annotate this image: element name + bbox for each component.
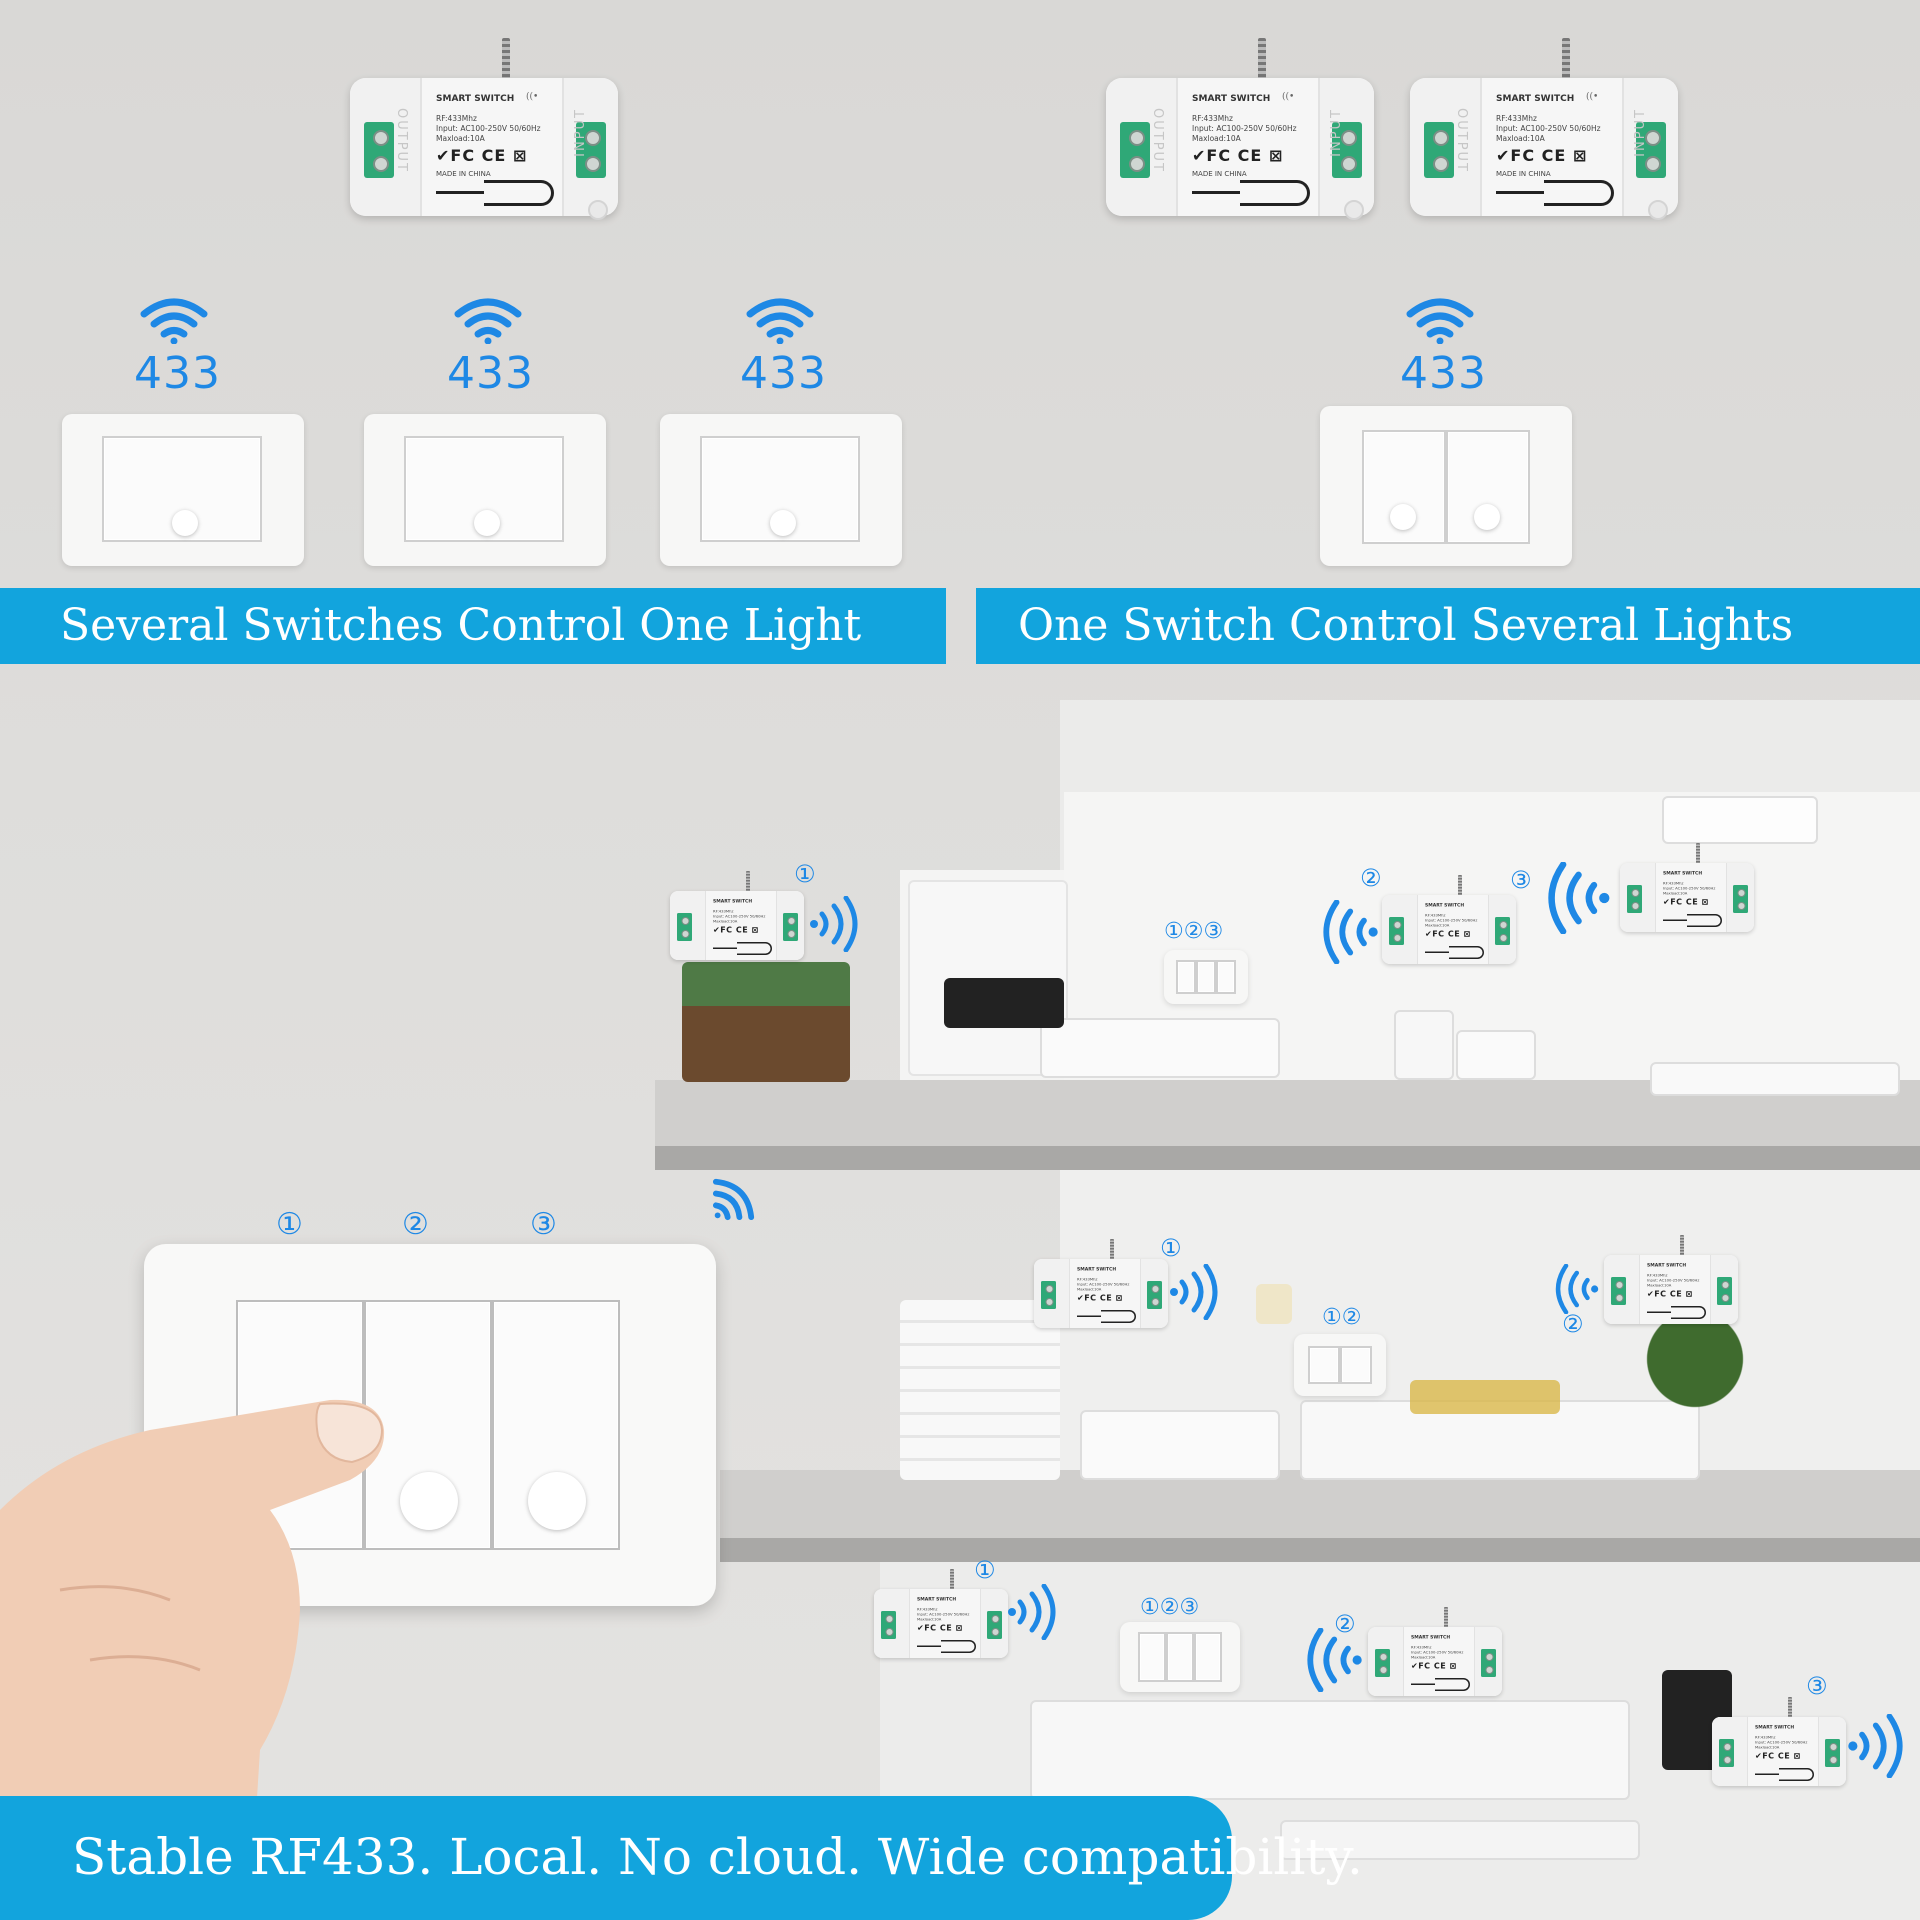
relay-module-right-a: OUTPUT INPUT SMART SWITCH ((• RF:433Mhz … [1106, 38, 1374, 222]
cushions [1410, 1380, 1560, 1414]
radio-wave-icon [1316, 899, 1380, 965]
air-conditioner [1662, 796, 1818, 844]
radio-wave-icon [1540, 861, 1612, 935]
radio-wave-icon [808, 895, 864, 953]
relay-module-left: OUTPUT INPUT SMART SWITCH ((• RF:433Mhz … [350, 38, 618, 222]
banner-bottom: Stable RF433. Local. No cloud. Wide comp… [0, 1796, 1363, 1920]
banner-right-text: One Switch Control Several Lights [1018, 600, 1794, 651]
big-switch-number-1: ① [276, 1207, 303, 1242]
marker-upper-mid: ② [1360, 864, 1382, 892]
cabinet [1456, 1030, 1536, 1080]
marker-lower-mid: ② [1334, 1610, 1356, 1638]
washing-machine [1394, 1010, 1454, 1080]
bathtub [1650, 1062, 1900, 1096]
big-switch-number-3: ③ [530, 1207, 557, 1242]
frequency-label: 433 [134, 348, 221, 399]
wall-switch-double [1320, 406, 1572, 566]
bed [1040, 1018, 1280, 1078]
banner-left: Several Switches Control One Light [0, 588, 946, 664]
wall-switch-2 [364, 414, 606, 566]
scene-switch-middle-label: ①② [1322, 1305, 1362, 1330]
banner-left-text: Several Switches Control One Light [60, 600, 862, 651]
staircase [900, 1300, 1060, 1480]
scene-switch-upper-label: ①②③ [1164, 919, 1224, 944]
scene-relay-upper-mid: SMART SWITCH RF:433Mhz Input: AC100-250V… [1382, 875, 1516, 967]
scene-switch-lower-label: ①②③ [1140, 1595, 1200, 1620]
scene-switch-lower [1120, 1622, 1240, 1692]
scene-relay-middle-right: SMART SWITCH RF:433Mhz Input: AC100-250V… [1604, 1235, 1738, 1327]
radio-wave-icon [1550, 1263, 1600, 1315]
marker-middle-right: ② [1562, 1310, 1584, 1338]
dining-table [1280, 1820, 1640, 1860]
wifi-signal-icon [452, 296, 524, 345]
marker-lower-left: ① [974, 1556, 996, 1584]
sofa-left [1080, 1410, 1280, 1480]
banner-right: One Switch Control Several Lights [976, 588, 1920, 664]
wall-switch-1 [62, 414, 304, 566]
plant [1640, 1314, 1750, 1464]
marker-upper-right: ③ [1510, 866, 1532, 894]
aquarium [682, 962, 850, 1082]
tv [944, 978, 1064, 1028]
scene-relay-upper-right: SMART SWITCH RF:433Mhz Input: AC100-250V… [1620, 843, 1754, 935]
marker-lower-right: ③ [1806, 1672, 1828, 1700]
scene-relay-lower-mid: SMART SWITCH RF:433Mhz Input: AC100-250V… [1368, 1607, 1502, 1699]
frequency-label: 433 [740, 348, 827, 399]
wifi-signal-icon [138, 296, 210, 345]
kitchen-counter [1030, 1700, 1630, 1800]
floor-lamp [1256, 1284, 1292, 1324]
frequency-label: 433 [1400, 348, 1487, 399]
banner-bottom-text: Stable RF433. Local. No cloud. Wide comp… [72, 1828, 1363, 1886]
scene-switch-upper [1164, 950, 1248, 1004]
scene-relay-lower-right: SMART SWITCH RF:433Mhz Input: AC100-250V… [1712, 1697, 1846, 1789]
wifi-signal-icon [691, 1164, 769, 1242]
scene-relay-middle-left: SMART SWITCH RF:433Mhz Input: AC100-250V… [1034, 1239, 1168, 1331]
frequency-label: 433 [447, 348, 534, 399]
relay-module-right-b: OUTPUT INPUT SMART SWITCH ((• RF:433Mhz … [1410, 38, 1678, 222]
radio-wave-icon [1846, 1713, 1910, 1779]
marker-upper-left: ① [794, 860, 816, 888]
radio-wave-icon [1006, 1583, 1062, 1641]
wifi-signal-icon [744, 296, 816, 345]
scene-relay-upper-left: SMART SWITCH RF:433Mhz Input: AC100-250V… [670, 871, 804, 963]
scene-switch-middle [1294, 1334, 1386, 1396]
marker-middle-left: ① [1160, 1234, 1182, 1262]
wall-switch-3 [660, 414, 902, 566]
radio-wave-icon [1300, 1627, 1364, 1693]
wifi-signal-icon [1404, 296, 1476, 345]
radio-wave-icon [1168, 1263, 1224, 1321]
big-switch-number-2: ② [402, 1207, 429, 1242]
hand-illustration [0, 1390, 400, 1910]
scene-relay-lower-left: SMART SWITCH RF:433Mhz Input: AC100-250V… [874, 1569, 1008, 1661]
